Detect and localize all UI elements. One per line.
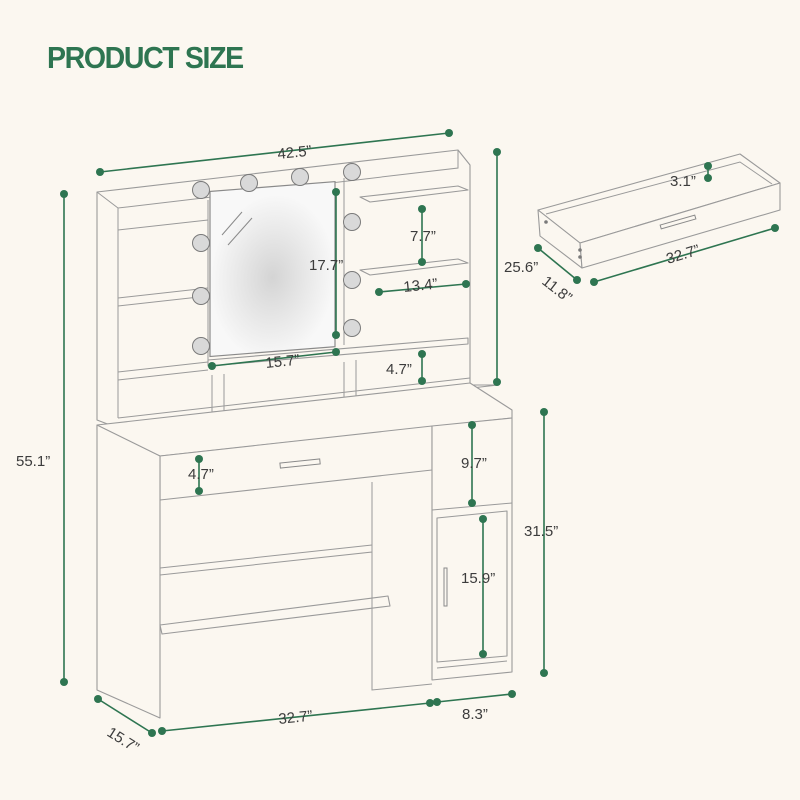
mirror bbox=[209, 180, 336, 358]
label-drawer-front-height: 4.7” bbox=[188, 466, 214, 483]
label-drawer-width: 11.8” bbox=[539, 273, 576, 307]
label-drawer-depth: 3.1” bbox=[670, 173, 696, 190]
label-hutch-height: 25.6” bbox=[504, 259, 538, 276]
label-door-height: 15.9” bbox=[461, 570, 495, 587]
page-title: PRODUCT SIZE bbox=[47, 40, 244, 75]
label-depth: 15.7” bbox=[104, 724, 142, 757]
label-mirror-width: 15.7” bbox=[265, 351, 301, 371]
label-shelf-gap: 7.7” bbox=[410, 228, 436, 245]
label-desk-height: 31.5” bbox=[524, 523, 558, 540]
label-shelf-width: 13.4” bbox=[403, 275, 439, 295]
label-cabinet-width: 8.3” bbox=[462, 706, 488, 723]
drawer-illustration bbox=[537, 153, 781, 269]
label-top-width: 42.5” bbox=[277, 142, 313, 162]
label-total-height: 55.1” bbox=[16, 453, 50, 470]
vanity-desk-illustration bbox=[96, 149, 513, 719]
label-lower-shelf-gap: 4.7” bbox=[386, 361, 412, 378]
dimension-lines bbox=[60, 129, 779, 737]
label-drawer-length: 32.7” bbox=[664, 242, 702, 268]
label-mirror-height: 17.7” bbox=[309, 257, 343, 274]
label-cubby-height: 9.7” bbox=[461, 455, 487, 472]
label-desk-width: 32.7” bbox=[278, 707, 314, 727]
